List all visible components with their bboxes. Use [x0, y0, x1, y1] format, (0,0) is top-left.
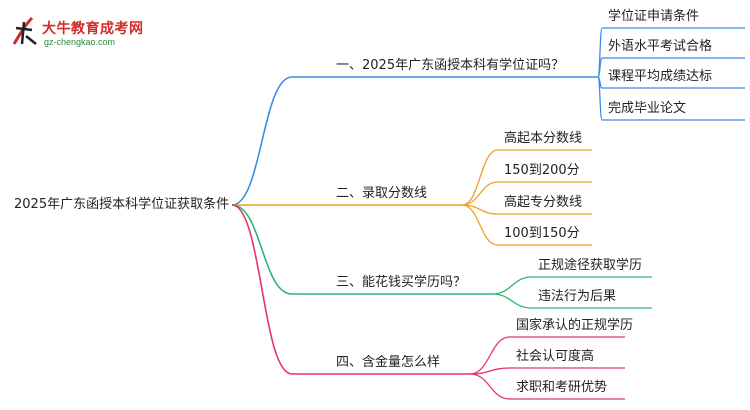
child-connector	[491, 293, 533, 309]
branch-connector	[231, 76, 293, 206]
child-node: 正规途径获取学历	[538, 258, 643, 273]
branch-label: 一、2025年广东函授本科有学位证吗？	[336, 58, 565, 73]
logo-name: 大牛教育成考网	[42, 21, 144, 37]
child-connector	[461, 149, 499, 206]
child-node: 100到150分	[504, 226, 580, 241]
child-node: 学位证申请条件	[608, 9, 700, 24]
child-node: 高起专分数线	[504, 195, 583, 210]
child-node: 高起本分数线	[504, 131, 583, 146]
child-connector	[597, 76, 603, 121]
branch-label: 四、含金量怎么样	[336, 355, 441, 370]
child-node: 外语水平考试合格	[608, 39, 713, 54]
logo-url: gz-chengkao.com	[44, 37, 116, 47]
child-connector	[461, 204, 499, 246]
child-connector	[469, 367, 511, 375]
child-node: 课程平均成绩达标	[608, 69, 713, 84]
branch-label: 三、能花钱买学历吗？	[336, 275, 467, 290]
child-connector	[461, 181, 499, 206]
logo-icon	[10, 14, 40, 48]
child-node: 违法行为后果	[538, 289, 617, 304]
child-node: 求职和考研优势	[516, 380, 608, 395]
child-connector	[597, 57, 603, 78]
child-connector	[491, 276, 533, 295]
child-connector	[469, 336, 511, 375]
child-node: 完成毕业论文	[608, 101, 687, 116]
child-node: 150到200分	[504, 163, 580, 178]
branch-label: 二、录取分数线	[336, 186, 428, 201]
child-node: 社会认可度高	[516, 349, 595, 364]
branch-connector	[231, 204, 293, 375]
child-node: 国家承认的正规学历	[516, 318, 634, 333]
branch-connector	[231, 204, 293, 295]
child-connector	[469, 373, 511, 400]
root-node: 2025年广东函授本科学位证获取条件	[14, 197, 230, 212]
